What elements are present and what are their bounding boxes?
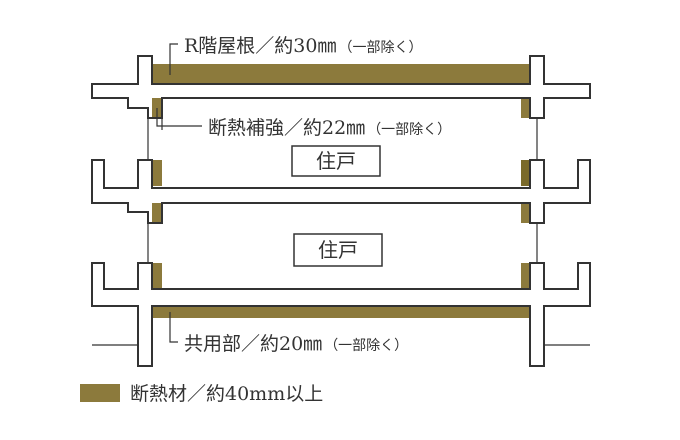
roof-slab: [91, 55, 591, 119]
reinforce-label: 断熱補強／約22㎜: [208, 117, 365, 139]
left-column-upper: [147, 118, 163, 160]
insulation-layers: [152, 64, 531, 318]
legend-text: 断熱材／約40mm以上: [130, 383, 323, 405]
reinforce-insulation-right-mid2: [521, 203, 531, 223]
reinforce-insulation-left-low: [152, 263, 162, 289]
legend-swatch: [80, 384, 120, 402]
unit-label-lower: 住戸: [318, 238, 358, 262]
unit-box-upper: 住戸: [291, 145, 381, 177]
roof-label: R階屋根／約30㎜: [184, 35, 336, 57]
structure-outline: [91, 55, 591, 367]
reinforce-insulation-right-low: [521, 263, 531, 289]
roof-insulation: [153, 64, 529, 84]
reinforce-label-note: （一部除く）: [367, 122, 451, 138]
common-insulation: [153, 306, 529, 318]
reinforce-insulation-left-mid2: [152, 203, 162, 223]
common-label-note: （一部除く）: [324, 338, 408, 354]
reinforce-insulation-right-mid: [521, 160, 531, 186]
legend: 断熱材／約40mm以上: [80, 383, 323, 405]
reinforce-insulation-right-upper: [521, 98, 531, 118]
unit-box-lower: 住戸: [293, 233, 383, 267]
reinforce-insulation-left-mid: [152, 160, 162, 186]
svg-text:共用部／約20㎜（一部除く）: 共用部／約20㎜（一部除く）: [184, 333, 408, 355]
svg-text:R階屋根／約30㎜（一部除く）: R階屋根／約30㎜（一部除く）: [184, 35, 422, 57]
unit-label-upper: 住戸: [316, 149, 356, 173]
reinforce-callout: 断熱補強／約22㎜（一部除く）: [156, 108, 451, 139]
floor-slab-1: [91, 159, 591, 224]
common-callout: 共用部／約20㎜（一部除く）: [169, 312, 408, 355]
common-label: 共用部／約20㎜: [184, 333, 322, 355]
floor-slab-2: [91, 262, 591, 367]
svg-text:断熱補強／約22㎜（一部除く）: 断熱補強／約22㎜（一部除く）: [208, 117, 451, 139]
roof-callout: R階屋根／約30㎜（一部除く）: [169, 35, 422, 75]
roof-label-note: （一部除く）: [338, 40, 422, 56]
